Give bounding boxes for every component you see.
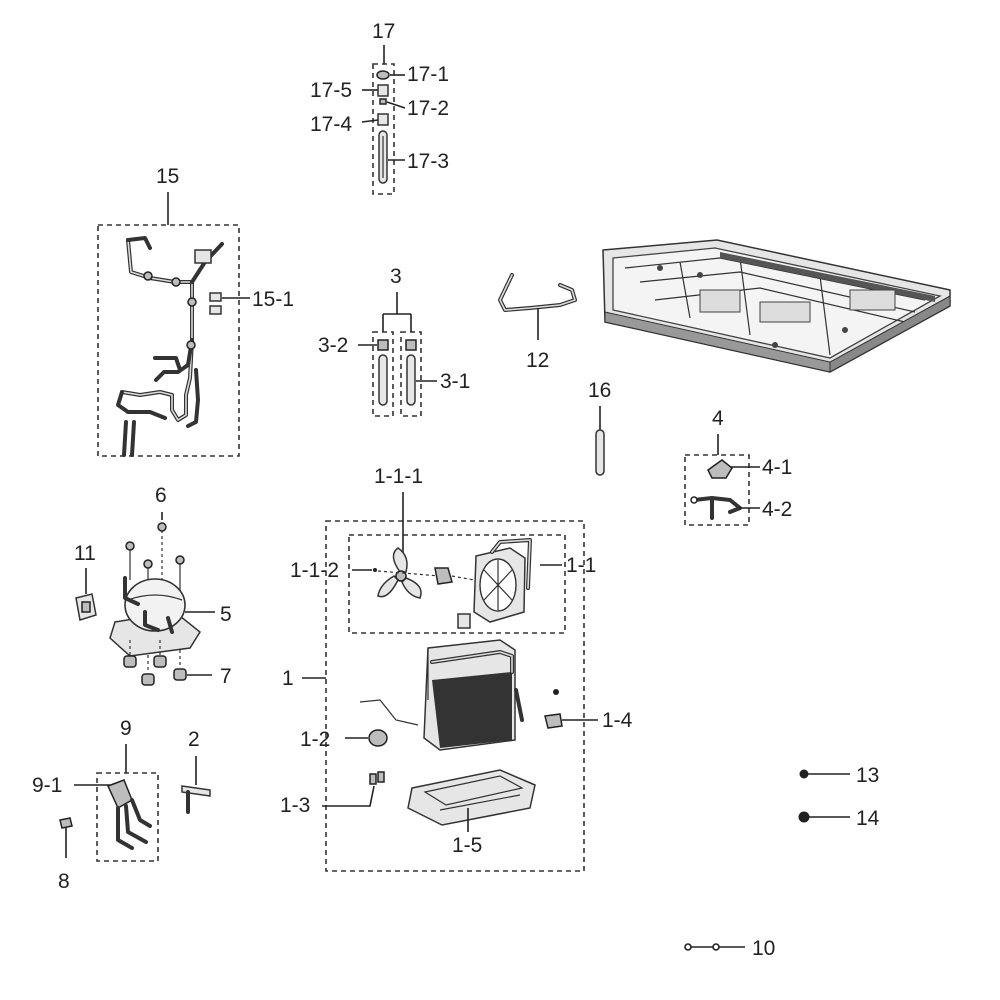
label-16: 16: [588, 379, 611, 402]
part-9-box: [96, 772, 159, 862]
label-13: 13: [856, 764, 879, 787]
label-6: 6: [155, 484, 167, 507]
label-8: 8: [58, 870, 70, 893]
part-1-group: 1 1-1-1 1-1 1-1-2: [280, 465, 633, 872]
part-4-box: [684, 454, 750, 526]
part-16-sensor: [595, 429, 605, 476]
part-17-1-cap: [376, 70, 390, 80]
part-2-group: 2: [181, 728, 211, 814]
part-8-group: 8: [58, 817, 73, 893]
label-7: 7: [220, 665, 232, 688]
part-9-group: 9 9-1: [32, 717, 159, 862]
label-9-1: 9-1: [32, 774, 62, 797]
part-1-2-cap: [368, 729, 388, 747]
part-10-ring-b: [712, 943, 720, 951]
part-10-ring-a: [684, 943, 692, 951]
part-3-1-tube: [406, 354, 416, 406]
part-17-5-nut: [377, 84, 389, 97]
part-14-dot: [798, 811, 810, 823]
label-3-2: 3-2: [318, 334, 348, 357]
part-3-group: 3 3-2 3-1: [318, 265, 470, 417]
part-4-1-bracket: [707, 459, 733, 479]
label-1-1-1: 1-1-1: [374, 465, 423, 488]
part-1-4-bracket: [544, 713, 563, 729]
part-1-1-box: [348, 534, 566, 634]
label-15: 15: [156, 165, 179, 188]
compressor-group: 6 5: [74, 484, 232, 688]
label-4: 4: [712, 407, 724, 430]
part-1-box: [325, 520, 585, 872]
label-17-3: 17-3: [407, 150, 449, 173]
label-17-1: 17-1: [407, 63, 449, 86]
label-17-2: 17-2: [407, 97, 449, 120]
part-3-2-box: [372, 331, 394, 417]
label-3: 3: [390, 265, 402, 288]
part-3-2-tube: [378, 354, 388, 406]
base-frame: [602, 239, 951, 373]
label-9: 9: [120, 717, 132, 740]
part-13-group: 13: [799, 764, 879, 787]
part-17-group: 17 17-1 17-5 17-2 17-4 17-3: [310, 20, 449, 195]
part-14-group: 14: [798, 807, 880, 830]
part-17-4-nut: [377, 113, 389, 126]
part-17-box: [372, 63, 395, 195]
part-4-group: 4 4-1 4-2: [684, 407, 792, 526]
label-17-4: 17-4: [310, 113, 352, 136]
part-15-1-clips: [209, 292, 222, 315]
part-5-compressor: [109, 576, 201, 657]
part-10-group: 10: [684, 937, 775, 960]
part-12-group: 12: [498, 273, 577, 372]
label-17: 17: [372, 20, 395, 43]
label-14: 14: [856, 807, 880, 830]
part-15-box: [97, 224, 240, 457]
label-2: 2: [188, 728, 200, 751]
part-1-5-tray: [407, 769, 536, 826]
part-12-tube: [498, 273, 577, 312]
label-11: 11: [74, 542, 96, 565]
part-15-pipe-assembly: [116, 236, 224, 457]
part-fan-shroud: [473, 538, 532, 623]
label-5: 5: [220, 603, 232, 626]
part-17-2-ring: [379, 98, 387, 105]
label-1-2: 1-2: [300, 728, 330, 751]
part-4-2-wire: [692, 496, 742, 514]
label-1-1: 1-1: [566, 554, 596, 577]
label-1-5: 1-5: [452, 834, 482, 857]
label-1: 1: [282, 667, 294, 690]
label-10: 10: [752, 937, 775, 960]
label-4-2: 4-2: [762, 498, 792, 521]
part-condenser: [359, 639, 524, 751]
part-1-1-1-fan-blade: [377, 547, 422, 599]
label-1-3: 1-3: [280, 794, 310, 817]
part-9-1-valve: [106, 779, 133, 810]
label-1-1-2: 1-1-2: [290, 559, 339, 582]
part-6-bolts: [125, 522, 185, 590]
part-8-clip: [59, 817, 73, 829]
part-1-3-screws: [369, 771, 385, 785]
label-12: 12: [526, 349, 549, 372]
part-15-group: 15 15-1: [97, 165, 294, 457]
label-17-5: 17-5: [310, 79, 352, 102]
label-1-4: 1-4: [602, 709, 633, 732]
part-3-1-box: [400, 331, 422, 417]
part-fan-motor: [434, 567, 453, 585]
part-2-pin: [181, 785, 211, 797]
label-15-1: 15-1: [252, 288, 294, 311]
label-3-1: 3-1: [440, 370, 470, 393]
part-13-dot: [799, 769, 809, 779]
part-7-grommets: [123, 640, 187, 686]
label-4-1: 4-1: [762, 456, 792, 479]
part-16-group: 16: [588, 379, 611, 476]
